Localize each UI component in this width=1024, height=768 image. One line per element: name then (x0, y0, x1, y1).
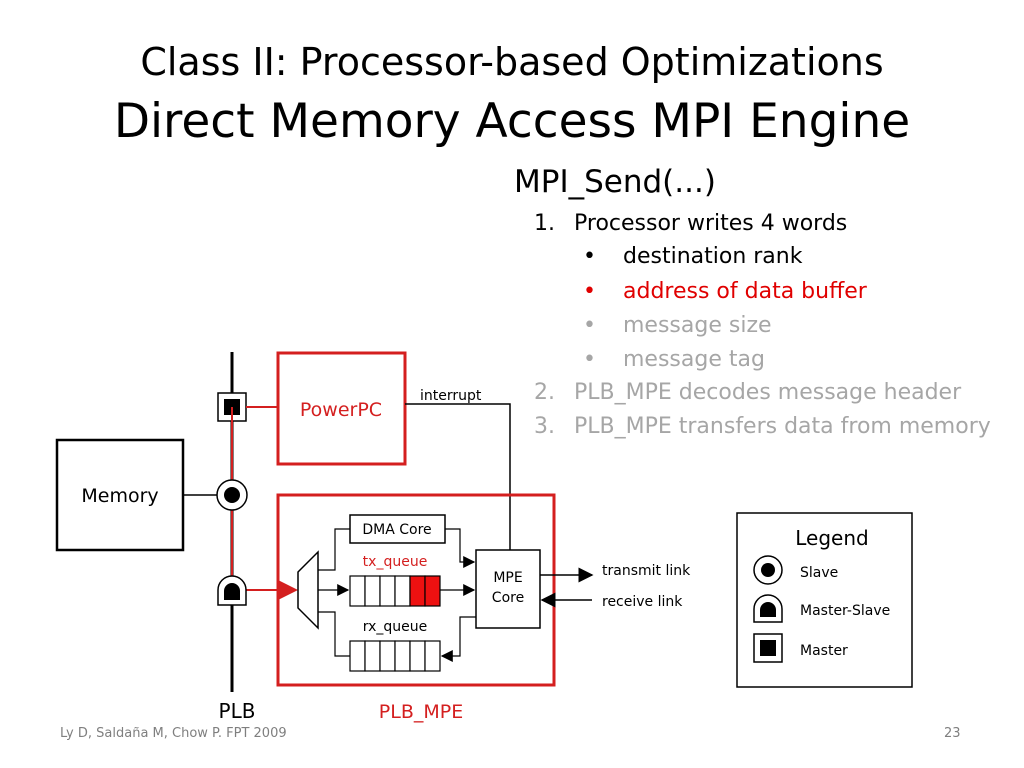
bullet-icon: • (583, 279, 596, 304)
mux-shape (297, 550, 319, 630)
mpe-core-block (475, 549, 541, 629)
queue-slot-filled (409, 575, 426, 607)
receive-link-label: receive link (602, 594, 683, 610)
word-text: message tag (623, 347, 765, 372)
tx-queue (349, 575, 441, 607)
mpe-core-label-line1: MPE (493, 570, 522, 586)
legend-master-slave-fill (760, 602, 776, 617)
plb-mpe-block (276, 493, 556, 687)
powerpc-label: PowerPC (300, 399, 382, 421)
transmit-link-label: transmit link (602, 563, 691, 579)
connector-line (318, 528, 350, 571)
step-number: 3. (534, 414, 555, 439)
function-name: MPI_Send(...) (514, 164, 716, 200)
queue-slot (364, 575, 381, 607)
queue-slot (394, 640, 411, 672)
legend-master-icon (753, 633, 783, 663)
queue-slot (409, 640, 426, 672)
queue-slot (379, 640, 396, 672)
legend-master-slave-label: Master-Slave (800, 603, 890, 619)
queue-slot (349, 640, 366, 672)
rx-queue-label: rx_queue (363, 619, 428, 635)
slide-title-line1: Class II: Processor-based Optimizations (140, 40, 884, 84)
slave-icon (224, 487, 240, 503)
queue-slot (364, 640, 381, 672)
queue-slot (394, 575, 411, 607)
word-text: message size (623, 313, 772, 338)
step-text: Processor writes 4 words (574, 211, 848, 236)
bullet-icon: • (583, 244, 596, 269)
plb-mpe-label: PLB_MPE (379, 701, 463, 723)
page-number: 23 (944, 726, 961, 741)
memory-label: Memory (81, 485, 158, 507)
queue-slot (349, 575, 366, 607)
interrupt-label: interrupt (420, 388, 482, 404)
dma-core-block (349, 514, 446, 544)
dma-to-mpe-arrow (445, 528, 476, 568)
mpe-core-label-line2: Core (492, 590, 524, 606)
interrupt-line (405, 403, 511, 550)
tx-queue-label: tx_queue (363, 554, 428, 570)
queue-slot (379, 575, 396, 607)
plb-label: PLB (219, 699, 256, 723)
connector-line (318, 611, 350, 657)
word-text: destination rank (623, 244, 803, 269)
queue-slot-filled (424, 575, 441, 607)
legend-master-fill (760, 640, 776, 656)
bullet-icon: • (583, 313, 596, 338)
mpe-to-rxqueue-arrow (440, 616, 476, 662)
legend-slave-label: Slave (800, 565, 838, 581)
word-text: address of data buffer (623, 279, 867, 304)
rx-queue (349, 640, 441, 672)
step-text: PLB_MPE transfers data from memory (574, 414, 991, 439)
footer-citation: Ly D, Saldaña M, Chow P. FPT 2009 (60, 726, 287, 741)
dma-core-label: DMA Core (362, 522, 431, 538)
master-slave-icon (224, 583, 240, 600)
queue-slot (424, 640, 441, 672)
legend-title: Legend (795, 526, 868, 550)
step-text: PLB_MPE decodes message header (574, 380, 962, 405)
legend-master-label: Master (800, 643, 848, 659)
step-number: 1. (534, 211, 555, 236)
bullet-icon: • (583, 347, 596, 372)
powerpc-block (276, 351, 407, 466)
step-number: 2. (534, 380, 555, 405)
legend-slave-dot (761, 563, 775, 577)
slide-title-line2: Direct Memory Access MPI Engine (113, 94, 911, 149)
